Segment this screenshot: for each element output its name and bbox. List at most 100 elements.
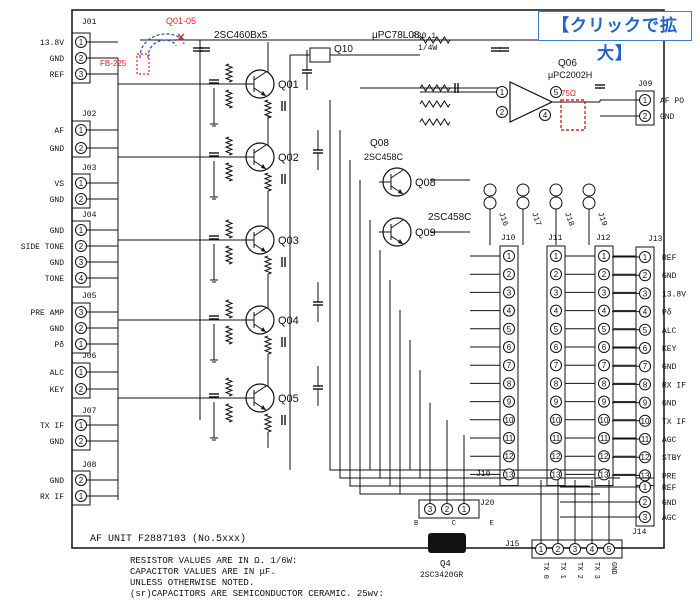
opamp-pin bbox=[496, 86, 508, 98]
connector-j13-pin-num: 9 bbox=[643, 399, 648, 408]
labels: J01113.8V2GND3REFJ021AF2GNDJ031VS2GNDJ04… bbox=[21, 16, 686, 580]
header-j11-pin-num: 7 bbox=[554, 361, 559, 370]
connector-j13-pin-num: 2 bbox=[643, 271, 648, 280]
connector-j14-label: AGC bbox=[662, 514, 677, 523]
connector-j04-pin bbox=[75, 256, 87, 268]
regulator-78l08 bbox=[309, 47, 331, 63]
header-j10-pin bbox=[503, 413, 515, 426]
header-j11-pin-num: 9 bbox=[554, 398, 559, 407]
note-line-resistor: RESISTOR VALUES ARE IN Ω. 1/6W: bbox=[130, 556, 298, 566]
header-j11 bbox=[546, 245, 566, 487]
connector-j05-label: Pδ bbox=[54, 341, 64, 350]
connector-j05-pin bbox=[75, 338, 87, 350]
header-j10-pin-num: 2 bbox=[507, 270, 512, 279]
header-j12-pin-num: 13 bbox=[600, 470, 609, 479]
header-j12-pin-num: 10 bbox=[600, 416, 609, 425]
header-j11-pin bbox=[550, 322, 562, 335]
regulator-label: μPC78L08 bbox=[372, 30, 420, 41]
q06-part: μPC2002H bbox=[548, 70, 592, 80]
header-j11-pin-num: 4 bbox=[554, 307, 559, 316]
header-j10-pin bbox=[503, 450, 515, 463]
connector-j15-label: TX 0 bbox=[541, 562, 549, 579]
connector-id-j13: J13 bbox=[648, 235, 663, 244]
header-j10-pin bbox=[503, 341, 515, 353]
connector-j13-pin bbox=[639, 287, 651, 300]
resistor bbox=[224, 63, 234, 83]
header-j10-pin bbox=[503, 432, 515, 444]
annotation-fb225: FB-225 bbox=[100, 59, 127, 68]
connector-j06-pin bbox=[75, 383, 87, 395]
connector-j13-pin bbox=[639, 360, 651, 373]
header-j10-pin bbox=[503, 359, 515, 372]
connector-j20-end: B bbox=[414, 520, 418, 528]
resistor bbox=[419, 118, 451, 126]
connector-j05-label: PRE AMP bbox=[30, 309, 64, 318]
notes-block: RESISTOR VALUES ARE IN Ω. 1/6W: CAPACITO… bbox=[130, 556, 550, 600]
connector-j09-pin bbox=[639, 110, 651, 122]
connector-j02-pin-num: 2 bbox=[79, 144, 84, 153]
connector-j01-label: REF bbox=[50, 71, 65, 80]
connector-j04-pin-num: 2 bbox=[79, 242, 84, 251]
transistor-label-q01: Q01 bbox=[278, 79, 299, 91]
connector-j05-pin bbox=[75, 306, 87, 318]
connector-j04-pin-num: 3 bbox=[79, 258, 84, 267]
connector-j04-label: GND bbox=[50, 227, 65, 236]
connector-j13-pin bbox=[639, 305, 651, 318]
header-j11-pin-num: 1 bbox=[554, 252, 559, 261]
connector-j06-pin-num: 1 bbox=[79, 368, 84, 377]
connector-j07 bbox=[71, 415, 91, 451]
connector-j02-pin bbox=[75, 124, 87, 136]
header-j12-pin-num: 12 bbox=[600, 452, 609, 461]
connector-j08-pin bbox=[75, 490, 87, 502]
connector-j13-pin-num: 11 bbox=[641, 435, 650, 444]
q4-label: Q4 bbox=[440, 559, 451, 569]
connector-j06-pin-num: 2 bbox=[79, 385, 84, 394]
connector-id-j15: J15 bbox=[505, 540, 520, 549]
emitter-arrow bbox=[261, 327, 266, 332]
connector-j06-pin bbox=[75, 366, 87, 378]
header-j10-pin-num: 4 bbox=[507, 307, 512, 316]
header-j12-pin-num: 7 bbox=[602, 361, 607, 370]
header-j11-pin-num: 8 bbox=[554, 379, 559, 388]
header-j10-pin bbox=[503, 322, 515, 335]
connector-j08-label: RX IF bbox=[40, 493, 64, 502]
connector-j13-label: 13.8V bbox=[662, 290, 686, 299]
header-j12-pin bbox=[598, 304, 610, 317]
header-j11-pin-num: 2 bbox=[554, 270, 559, 279]
connector-j04 bbox=[71, 220, 91, 288]
connector-j07-pin bbox=[75, 435, 87, 447]
header-j12-id: J12 bbox=[596, 234, 611, 243]
emitter-arrow bbox=[261, 91, 266, 96]
connector-j04-pin-num: 1 bbox=[79, 226, 84, 235]
connector-j20-pin bbox=[441, 503, 453, 515]
resistor bbox=[419, 84, 451, 92]
connector-j07-pin bbox=[75, 419, 87, 431]
header-j10-pin-num: 8 bbox=[507, 379, 512, 388]
connector-j15-label: TX 1 bbox=[558, 562, 566, 579]
q08-label: Q08 bbox=[370, 138, 389, 149]
connector-j13-pin bbox=[639, 396, 651, 409]
connector-j01-label: 13.8V bbox=[40, 39, 64, 48]
connector-j02-pin-num: 1 bbox=[79, 126, 84, 135]
resistor bbox=[224, 89, 234, 109]
connector-j04-pin-num: 4 bbox=[79, 274, 84, 283]
connector-j13-pin bbox=[639, 251, 651, 263]
header-j12-pin-num: 5 bbox=[602, 325, 607, 334]
header-j12-pin bbox=[598, 250, 610, 262]
connector-j05-pin-num: 2 bbox=[79, 324, 84, 333]
connector-j03-pin bbox=[75, 193, 87, 205]
zoom-link[interactable]: 【クリックで拡大】 bbox=[538, 11, 692, 64]
header-j12-pin bbox=[598, 359, 610, 372]
connector-id-j14: J14 bbox=[632, 528, 647, 537]
header-j10-pin-num: 7 bbox=[507, 361, 512, 370]
header-j11-pin bbox=[550, 304, 562, 317]
header-j12-pin bbox=[598, 432, 610, 444]
header-j12-pin bbox=[598, 395, 610, 408]
connector-j15-label: TX 3 bbox=[592, 562, 600, 579]
header-j10 bbox=[499, 245, 519, 487]
header-j10-pin bbox=[503, 377, 515, 390]
connector-j13-pin-num: 5 bbox=[643, 326, 648, 335]
connector-j13-pin-num: 10 bbox=[641, 417, 650, 426]
connector-j09-pin bbox=[639, 94, 651, 106]
